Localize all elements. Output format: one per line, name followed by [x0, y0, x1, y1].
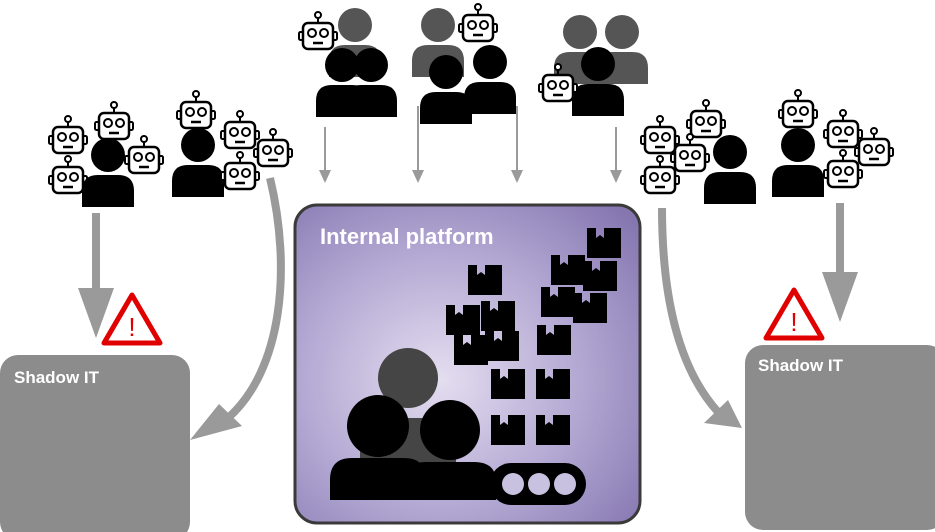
- robot-icon: [219, 150, 261, 191]
- robot-icon: [123, 134, 165, 175]
- package-icon: [446, 305, 480, 335]
- arrow-icon: [190, 177, 285, 440]
- user-group-top-1: [297, 8, 397, 117]
- robot-icon: [297, 10, 339, 51]
- package-icon: [573, 293, 607, 323]
- person-icon: [330, 395, 426, 500]
- user-group-top-2: [412, 2, 516, 124]
- arrows-to-platform: [319, 106, 622, 183]
- robot-icon: [219, 109, 261, 150]
- package-icon: [491, 369, 525, 399]
- person-icon: [404, 400, 496, 500]
- arrow-icon: [822, 203, 858, 322]
- package-icon: [536, 415, 570, 445]
- shadow-it-label-left: Shadow IT: [14, 368, 99, 387]
- person-icon: [172, 128, 224, 197]
- package-icon: [551, 255, 585, 285]
- shadow-it-box-right: [745, 345, 935, 530]
- platform-users: [330, 348, 496, 500]
- package-icon: [541, 287, 575, 317]
- robot-icon: [47, 114, 89, 155]
- warning-glyph: !: [790, 307, 797, 337]
- robot-icon: [777, 88, 819, 129]
- arrow-icon: [78, 213, 114, 338]
- arrow-icon: [319, 127, 331, 183]
- package-icon: [481, 301, 515, 331]
- warning-icon: !: [101, 292, 163, 346]
- package-icon: [587, 228, 621, 258]
- arrow-icon: [511, 106, 523, 183]
- package-icon: [583, 261, 617, 291]
- package-icon: [537, 325, 571, 355]
- robot-icon: [822, 108, 864, 149]
- user-group-left: [47, 89, 294, 207]
- arrow-icon: [610, 127, 622, 183]
- conveyor-icon: [490, 463, 586, 505]
- arrow-icon: [658, 207, 742, 428]
- shadow-it-label-right: Shadow IT: [758, 356, 843, 375]
- robot-icon: [175, 89, 217, 130]
- package-icon: [468, 265, 502, 295]
- robot-icon: [457, 2, 499, 43]
- person-icon: [464, 45, 516, 114]
- shadow-it-box-left: [0, 355, 190, 532]
- person-icon: [82, 138, 134, 207]
- user-group-top-3: [537, 15, 648, 116]
- person-icon: [772, 128, 824, 197]
- internal-platform-label: Internal platform: [320, 224, 494, 249]
- user-group-right: [639, 88, 895, 204]
- robot-icon: [639, 114, 681, 155]
- person-icon: [704, 135, 756, 204]
- arrows-to-shadow-it: [78, 177, 858, 440]
- package-icon: [491, 415, 525, 445]
- package-icon: [536, 369, 570, 399]
- robot-icon: [93, 100, 135, 141]
- arrow-icon: [412, 106, 424, 183]
- warning-glyph: !: [128, 312, 135, 342]
- warning-icon: !: [763, 287, 825, 341]
- package-icon: [485, 331, 519, 361]
- robot-icon: [47, 154, 89, 195]
- package-icon: [454, 335, 488, 365]
- robot-icon: [685, 98, 727, 139]
